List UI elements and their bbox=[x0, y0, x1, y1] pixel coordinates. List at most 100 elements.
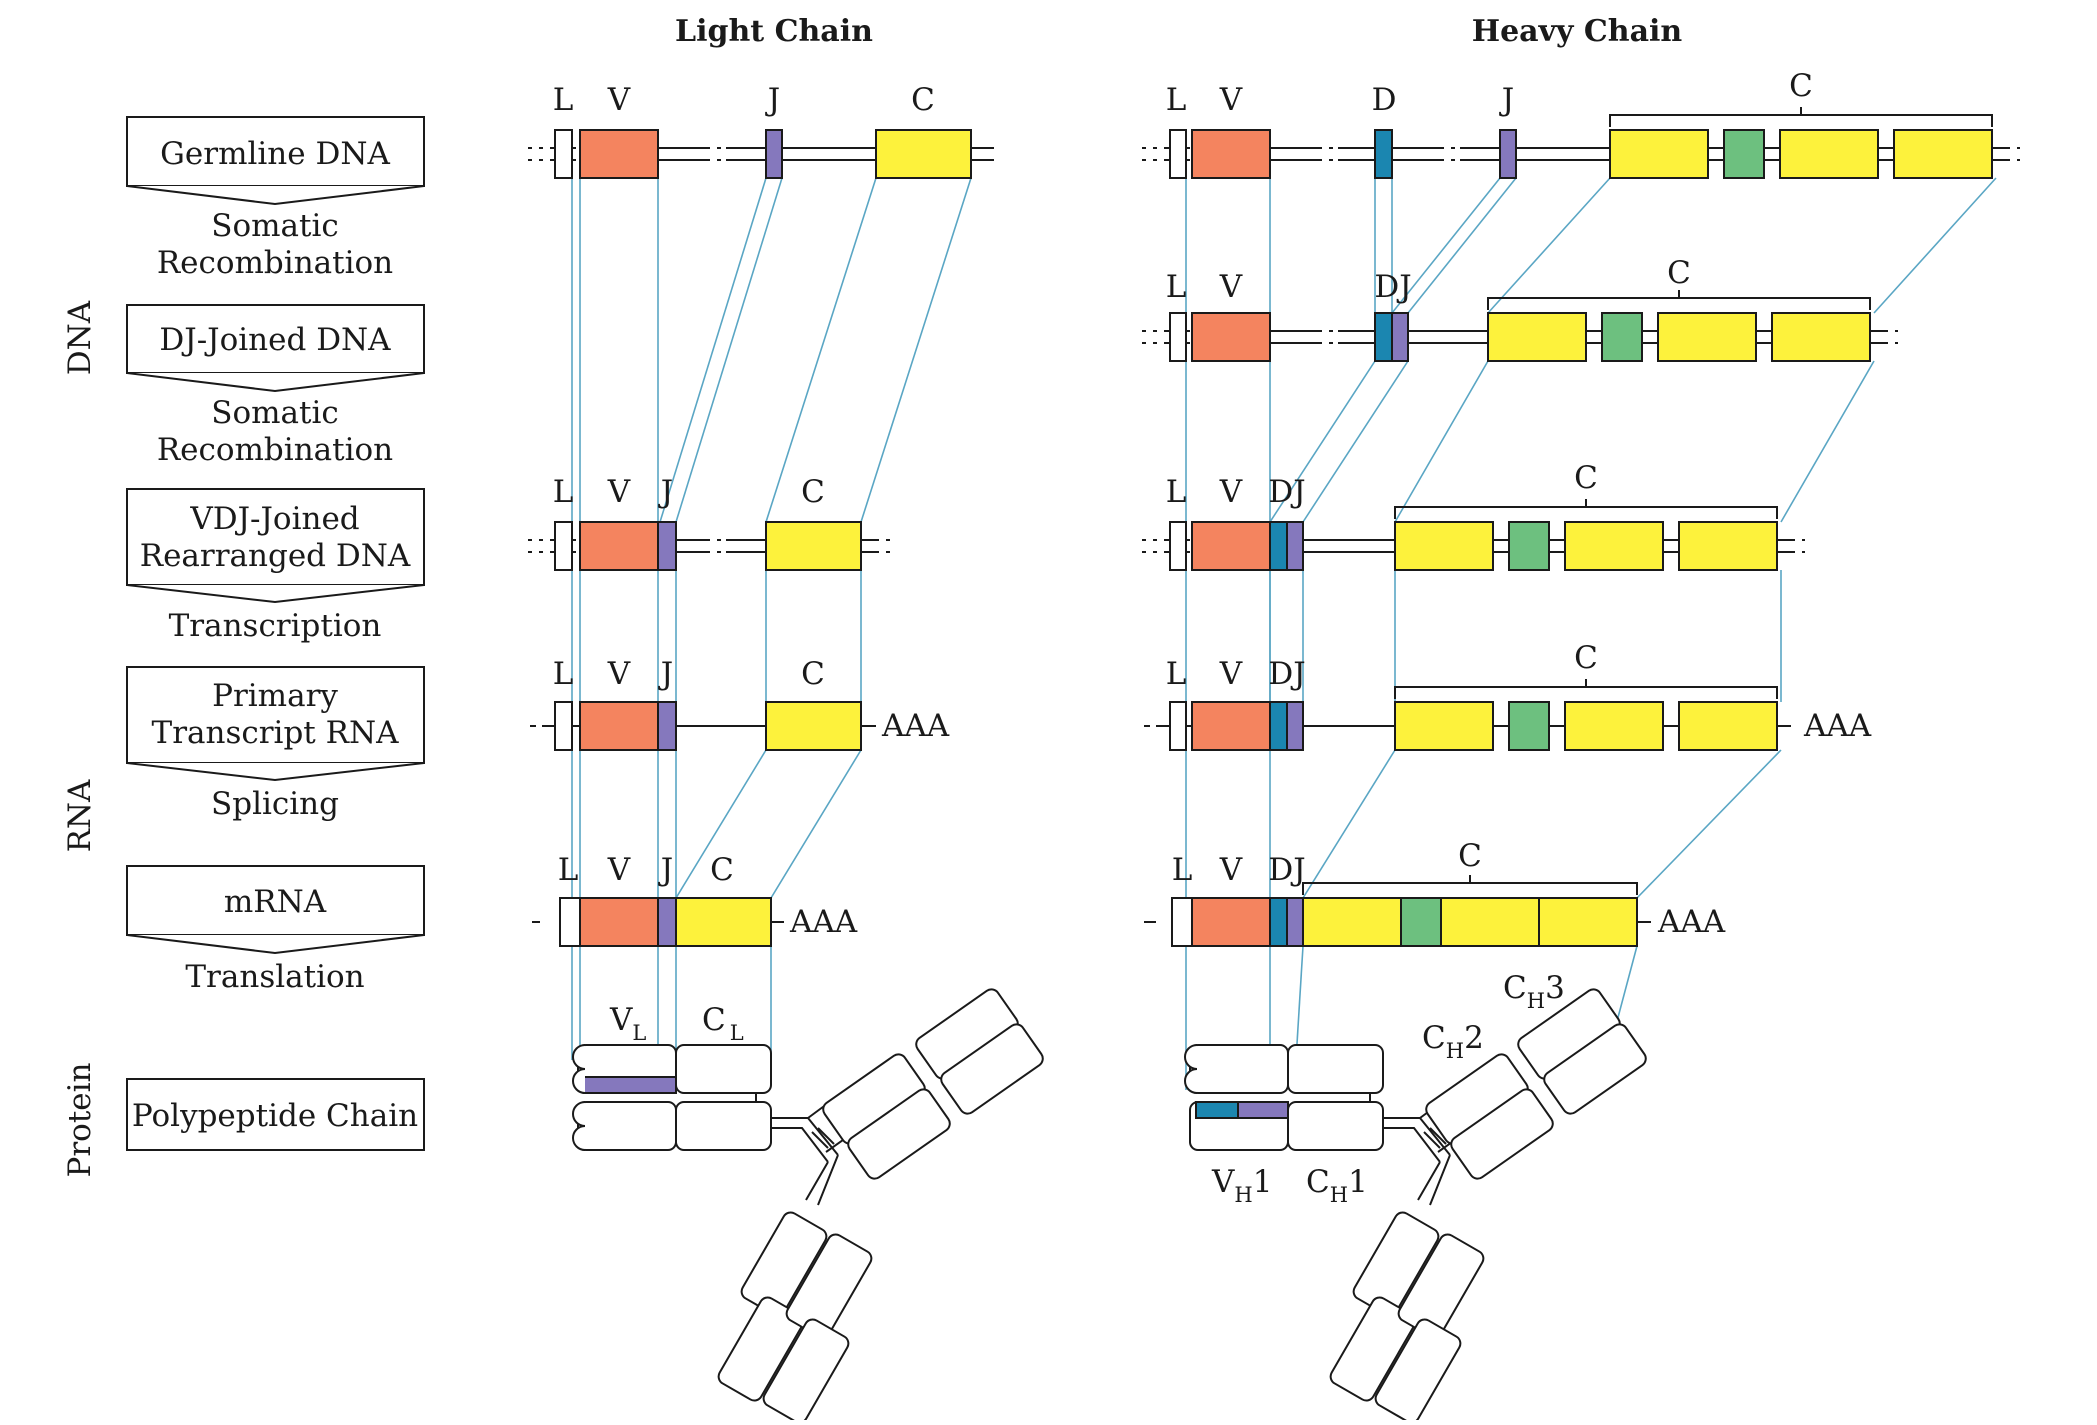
step-splicing: Splicing bbox=[211, 786, 339, 822]
light-vj-j bbox=[657, 521, 677, 571]
connector-line bbox=[675, 177, 783, 523]
connector-line bbox=[1302, 749, 1396, 899]
light-arm-end bbox=[572, 1101, 586, 1151]
light-germline-v bbox=[579, 129, 659, 179]
heavy-mrna-label-dj: DJ bbox=[1268, 852, 1305, 888]
light-primary-polya: AAA bbox=[881, 708, 950, 744]
heavy-vdj-c-hinge bbox=[1508, 521, 1550, 571]
heavy-mrna-utr bbox=[1171, 897, 1193, 947]
heavy-primary-leader bbox=[1169, 701, 1187, 751]
light-primary-j bbox=[657, 701, 677, 751]
heavy-primary-c-exon-1 bbox=[1394, 701, 1494, 751]
heavy-dj-label-v: V bbox=[1219, 269, 1243, 305]
light-mrna-label-v: V bbox=[607, 852, 631, 888]
domain-label-vh1: VH1 bbox=[1211, 1164, 1272, 1207]
heavy-mrna-label-v: V bbox=[1219, 852, 1243, 888]
light-vj-c bbox=[765, 521, 862, 571]
heavy-mrna-c-exon-2 bbox=[1440, 897, 1540, 947]
connector-line bbox=[1391, 177, 1501, 314]
heavy-germline-c-exon-2 bbox=[1779, 129, 1879, 179]
antibody-structures bbox=[572, 988, 1647, 1424]
heavy-primary-label-c: C bbox=[1574, 640, 1598, 676]
constant-region-bracket bbox=[1302, 882, 1638, 895]
heavy-mrna-polya: AAA bbox=[1657, 904, 1726, 940]
heavy-germline-v bbox=[1191, 129, 1271, 179]
light-vj-label-v: V bbox=[607, 474, 631, 510]
light-vj-label-j: J bbox=[658, 474, 673, 510]
connector-line bbox=[1636, 749, 1782, 899]
heavy-dj-label-l: L bbox=[1166, 269, 1187, 305]
heavy-dj-label-dj: DJ bbox=[1374, 269, 1411, 305]
light-primary-label-c: C bbox=[801, 656, 825, 692]
heavy-vdj-c-exon-2 bbox=[1564, 521, 1664, 571]
svg-text:Transcript RNA: Transcript RNA bbox=[152, 715, 400, 751]
heavy-germline-d bbox=[1374, 129, 1393, 179]
light-primary-label-j: J bbox=[658, 656, 673, 692]
heavy-arm-end bbox=[1184, 1044, 1198, 1094]
connector-line bbox=[1407, 177, 1517, 314]
heavy-primary-v bbox=[1191, 701, 1271, 751]
light-primary-c bbox=[765, 701, 862, 751]
connector-line bbox=[1295, 945, 1304, 1061]
hinge-line bbox=[805, 1154, 839, 1206]
light-ch1-partner bbox=[675, 1101, 772, 1151]
connector-line bbox=[1269, 360, 1376, 523]
connector-line bbox=[1302, 360, 1409, 523]
heavy-fc-domain-2 bbox=[1329, 1296, 1417, 1402]
heavy-dj-c-exon-2 bbox=[1657, 312, 1757, 362]
light-primary-leader bbox=[554, 701, 573, 751]
light-chain-title: Light Chain bbox=[675, 14, 873, 49]
heavy-primary-label-v: V bbox=[1219, 656, 1243, 692]
step-transcription: Transcription bbox=[169, 608, 382, 644]
light-vl-j-part bbox=[583, 1076, 677, 1094]
step-polypeptide-chain: Polypeptide Chain bbox=[126, 1078, 425, 1151]
light-germline-c bbox=[875, 129, 972, 179]
light-germline-label-l: L bbox=[553, 82, 574, 118]
constant-region-bracket bbox=[1487, 297, 1871, 310]
light-primary-label-v: V bbox=[607, 656, 631, 692]
heavy-primary-label-l: L bbox=[1166, 656, 1187, 692]
light-mrna-c bbox=[675, 897, 772, 947]
heavy-dj-c-hinge bbox=[1601, 312, 1643, 362]
light-vj-v bbox=[579, 521, 659, 571]
step-dj-joined-dna: DJ-Joined DNA bbox=[126, 304, 425, 393]
connector-line bbox=[675, 749, 767, 899]
connector-line bbox=[1873, 177, 1997, 314]
hinge-line bbox=[1417, 1154, 1451, 1206]
heavy-vdj-label-l: L bbox=[1166, 474, 1187, 510]
light-vj-label-c: C bbox=[801, 474, 825, 510]
heavy-mrna-c-exon-3 bbox=[1538, 897, 1638, 947]
svg-text:VDJ-Joined: VDJ-Joined bbox=[189, 501, 359, 537]
heavy-germline-label-l: L bbox=[1166, 82, 1187, 118]
step-mrna: mRNA bbox=[126, 865, 425, 955]
light-mrna-polya: AAA bbox=[789, 904, 858, 940]
heavy-partner-ch2 bbox=[1450, 1088, 1554, 1180]
heavy-chain-title: Heavy Chain bbox=[1472, 14, 1683, 49]
heavy-vl-partner bbox=[1189, 1044, 1289, 1094]
connector-line bbox=[1780, 360, 1875, 523]
heavy-vdj-label-dj: DJ bbox=[1268, 474, 1305, 510]
constant-region-bracket bbox=[1394, 506, 1778, 519]
heavy-cl-partner bbox=[1287, 1044, 1384, 1094]
heavy-germline-label-c: C bbox=[1789, 68, 1813, 104]
light-mrna-label-l: L bbox=[558, 852, 579, 888]
heavy-germline-c-exon-1 bbox=[1609, 129, 1709, 179]
heavy-dj-label-c: C bbox=[1667, 255, 1691, 291]
hinge-line bbox=[771, 1117, 839, 1163]
constant-region-bracket bbox=[1609, 114, 1993, 127]
light-fc-domain-4 bbox=[762, 1318, 850, 1424]
heavy-antibody bbox=[1184, 988, 1647, 1424]
heavy-germline-label-v: V bbox=[1219, 82, 1243, 118]
connector-line bbox=[1394, 360, 1489, 523]
connector-line bbox=[860, 177, 972, 523]
side-label-rna: RNA bbox=[62, 779, 98, 852]
connector-line bbox=[659, 177, 767, 523]
light-germline-label-v: V bbox=[607, 82, 631, 118]
heavy-germline-c-exon-3 bbox=[1893, 129, 1993, 179]
heavy-primary-c-exon-3 bbox=[1678, 701, 1778, 751]
light-right-arm-domain-4 bbox=[940, 1023, 1044, 1115]
step-germline-dna: Germline DNA bbox=[126, 116, 425, 206]
heavy-primary-label-dj: DJ bbox=[1268, 656, 1305, 692]
